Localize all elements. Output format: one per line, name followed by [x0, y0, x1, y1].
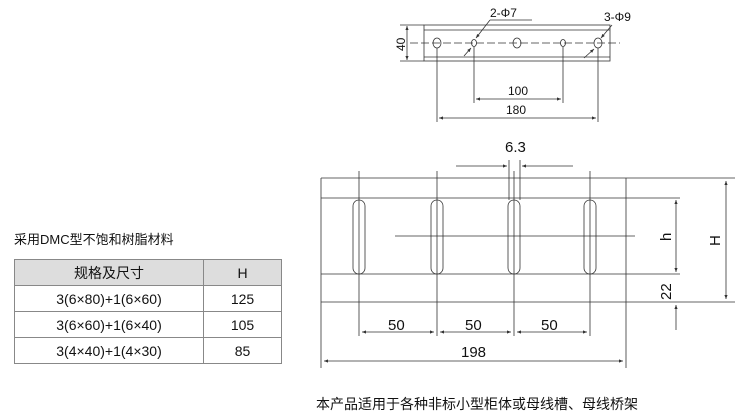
bottom-margin-label: 22 — [658, 283, 675, 300]
hole-small-label: 2-Φ7 — [490, 6, 517, 20]
main-view: 6.3 50 50 50 198 h 22 H — [320, 139, 735, 368]
spacing-label: 50 — [541, 317, 558, 334]
header-h: H — [203, 259, 282, 286]
cell-spec: 3(6×60)+1(6×40) — [14, 311, 204, 338]
total-length-label: 198 — [461, 344, 486, 361]
height-label: 40 — [394, 37, 408, 51]
footer-note: 本产品适用于各种非标小型柜体或母线槽、母线桥架 — [316, 396, 638, 412]
total-height-label: H — [707, 235, 724, 246]
table-row: 3(6×60)+1(6×40)105 — [14, 311, 282, 338]
cell-h: 105 — [203, 311, 282, 338]
outer-spacing-label: 180 — [506, 103, 526, 117]
spacing-label: 50 — [465, 317, 482, 334]
cell-spec: 3(6×80)+1(6×60) — [14, 285, 204, 312]
slot-height-label: h — [658, 233, 675, 241]
material-note: 采用DMC型不饱和树脂材料 — [14, 232, 174, 247]
top-view: 2-Φ7 3-Φ9 40 100 180 — [394, 6, 631, 122]
cell-h: 85 — [203, 337, 282, 364]
spacing-label: 50 — [388, 317, 405, 334]
table-row: 3(6×80)+1(6×60)125 — [14, 285, 282, 312]
table-row: 3(4×40)+1(4×30)85 — [14, 337, 282, 364]
slot-width-label: 6.3 — [505, 139, 526, 156]
cell-spec: 3(4×40)+1(4×30) — [14, 337, 204, 364]
hole-large-label: 3-Φ9 — [604, 10, 631, 24]
cell-h: 125 — [203, 285, 282, 312]
slots — [352, 199, 597, 275]
inner-spacing-label: 100 — [508, 84, 528, 98]
